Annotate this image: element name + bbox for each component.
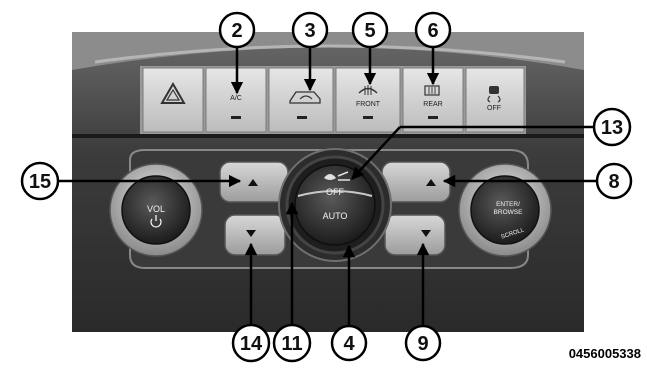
tuner-label-line2: BROWSE bbox=[494, 209, 524, 216]
volume-knob[interactable]: VOL bbox=[110, 164, 202, 256]
front-defrost-button[interactable]: FRONT bbox=[336, 68, 400, 132]
svg-text:2: 2 bbox=[231, 20, 242, 42]
svg-text:15: 15 bbox=[29, 171, 51, 193]
figure-id: 0456005338 bbox=[569, 346, 641, 361]
rear-defrost-indicator bbox=[428, 116, 438, 119]
esc-off-button[interactable]: OFF bbox=[466, 68, 524, 132]
callout-6: 6 bbox=[416, 13, 450, 47]
hazard-button[interactable] bbox=[143, 68, 203, 132]
center-control[interactable]: OFF AUTO bbox=[279, 149, 391, 261]
tuner-knob[interactable]: ENTER/ BROWSE SCROLL bbox=[459, 164, 551, 256]
callout-9: 9 bbox=[406, 326, 440, 360]
callout-8: 8 bbox=[597, 164, 631, 198]
svg-text:5: 5 bbox=[364, 20, 375, 42]
callout-13: 13 bbox=[594, 109, 630, 145]
center-off-label: OFF bbox=[326, 187, 344, 197]
right-up-button[interactable] bbox=[382, 162, 450, 202]
callout-11: 11 bbox=[274, 325, 310, 361]
callout-2: 2 bbox=[220, 13, 254, 47]
center-auto-label: AUTO bbox=[323, 211, 348, 221]
callout-14: 14 bbox=[233, 325, 269, 361]
svg-text:3: 3 bbox=[304, 20, 315, 42]
callout-3: 3 bbox=[293, 13, 327, 47]
left-down-button[interactable] bbox=[225, 215, 285, 255]
svg-text:8: 8 bbox=[608, 171, 619, 193]
recirc-indicator bbox=[297, 116, 307, 119]
callout-5: 5 bbox=[353, 13, 387, 47]
svg-text:9: 9 bbox=[417, 333, 428, 355]
right-down-button[interactable] bbox=[385, 215, 445, 255]
tuner-label-line1: ENTER/ bbox=[496, 201, 520, 208]
front-defrost-indicator bbox=[363, 116, 373, 119]
ac-label: A/C bbox=[230, 95, 242, 102]
volume-label: VOL bbox=[147, 204, 165, 214]
svg-text:13: 13 bbox=[601, 117, 623, 139]
ac-indicator bbox=[231, 116, 241, 119]
svg-text:11: 11 bbox=[281, 333, 302, 355]
esc-off-label: OFF bbox=[487, 105, 501, 112]
front-defrost-label: FRONT bbox=[356, 101, 381, 108]
recirculation-button[interactable] bbox=[269, 68, 333, 132]
svg-text:6: 6 bbox=[427, 20, 438, 42]
svg-text:14: 14 bbox=[240, 333, 263, 355]
rear-defrost-label: REAR bbox=[423, 101, 442, 108]
callout-4: 4 bbox=[332, 326, 366, 360]
callout-15: 15 bbox=[22, 163, 58, 199]
svg-text:4: 4 bbox=[343, 333, 355, 355]
